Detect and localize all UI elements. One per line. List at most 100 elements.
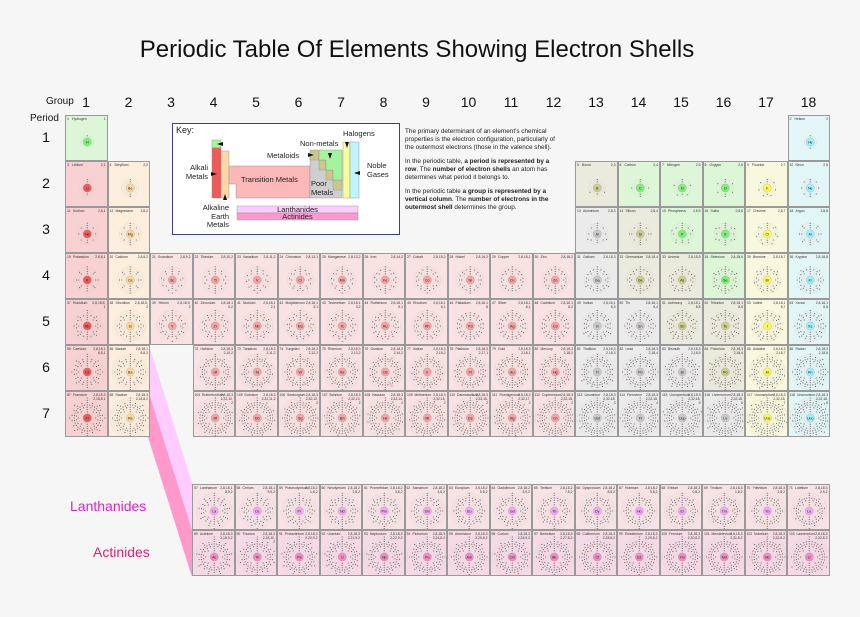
electron — [418, 430, 420, 432]
electron — [332, 376, 334, 378]
electron — [129, 290, 131, 292]
electron — [206, 382, 209, 384]
electron — [384, 290, 386, 292]
electron — [819, 359, 821, 361]
electron — [758, 335, 760, 337]
electron — [299, 287, 301, 290]
electron — [475, 431, 477, 433]
electron-configuration: 2,8,13,1 — [305, 255, 318, 259]
electron — [344, 432, 346, 434]
electron — [818, 362, 820, 364]
element-name: Gold — [498, 347, 506, 351]
electron — [246, 323, 248, 325]
electron — [256, 362, 258, 365]
electron — [354, 323, 356, 325]
electron — [545, 315, 547, 317]
